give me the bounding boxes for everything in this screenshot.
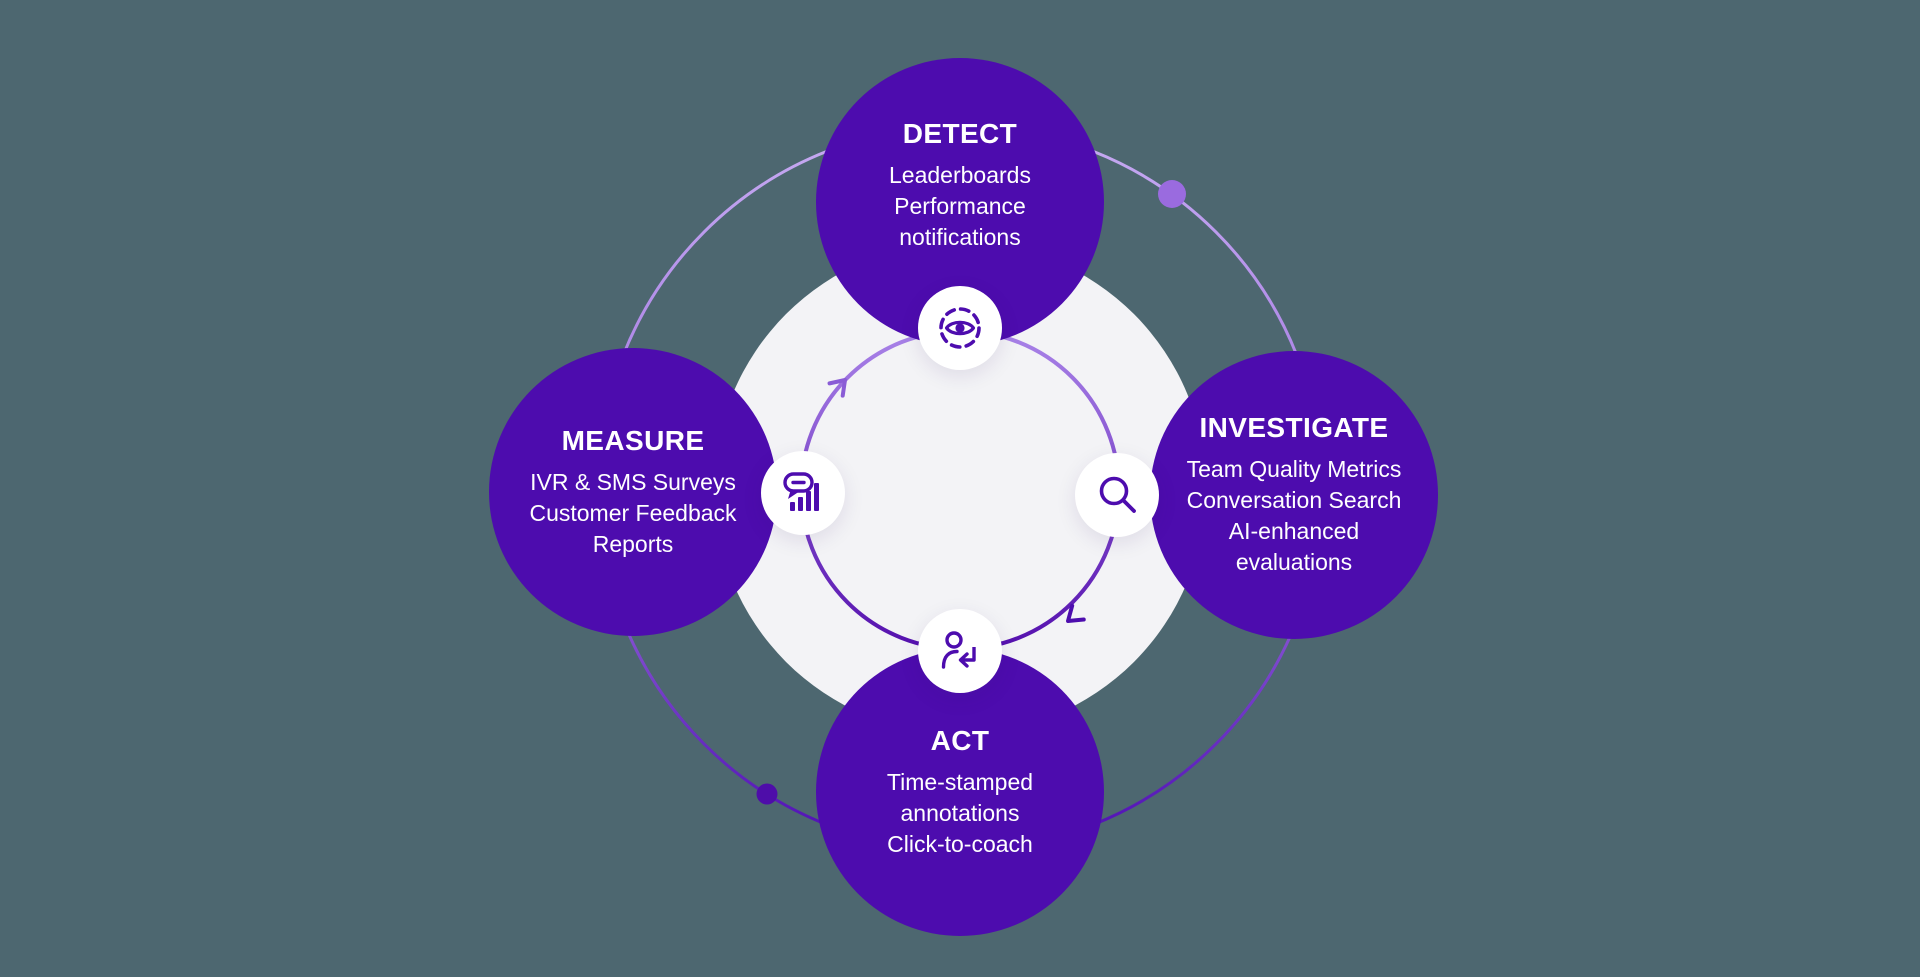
node-measure-line: Reports <box>592 530 674 557</box>
magnifier-icon <box>1099 476 1136 513</box>
node-detect-content: DETECT Leaderboards Performance notifica… <box>889 118 1031 253</box>
node-measure: MEASURE IVR & SMS Surveys Customer Feedb… <box>489 348 777 636</box>
node-measure-line: IVR & SMS Surveys <box>530 468 736 495</box>
node-detect-title: DETECT <box>902 117 1018 149</box>
node-act-line: Click-to-coach <box>887 830 1033 857</box>
node-investigate-line: AI-enhanced <box>1228 518 1360 544</box>
inner-cycle-ring <box>799 329 1121 651</box>
eye-target-icon <box>939 307 981 349</box>
orbit-dot-bottom-left <box>756 783 778 805</box>
measure-badge <box>761 451 845 535</box>
node-investigate-content: INVESTIGATE Team Quality Metrics Convers… <box>1187 412 1402 578</box>
node-measure-title: MEASURE <box>561 424 705 456</box>
node-investigate-line: Team Quality Metrics <box>1186 456 1402 482</box>
node-detect-line: notifications <box>899 223 1021 250</box>
node-investigate: INVESTIGATE Team Quality Metrics Convers… <box>1150 351 1438 639</box>
node-measure-content: MEASURE IVR & SMS Surveys Customer Feedb… <box>529 425 736 560</box>
investigate-badge <box>1075 453 1159 537</box>
node-act-line: Time-stamped <box>886 768 1034 795</box>
cycle-arrow-top-left-icon <box>827 378 847 398</box>
cycle-arrow-bottom-right-icon <box>1066 603 1086 623</box>
node-act-title: ACT <box>930 724 990 756</box>
feedback-bar-chart-icon <box>783 472 819 511</box>
node-detect-line: Leaderboards <box>889 161 1031 188</box>
orbit-dot-top-right <box>1158 180 1186 208</box>
act-badge <box>918 609 1002 693</box>
node-investigate-line: Conversation Search <box>1186 487 1402 513</box>
node-measure-line: Customer Feedback <box>529 499 737 526</box>
node-investigate-title: INVESTIGATE <box>1199 412 1389 443</box>
node-act: ACT Time-stamped annotations Click-to-co… <box>816 648 1104 936</box>
node-investigate-line: evaluations <box>1235 549 1353 575</box>
node-act-content: ACT Time-stamped annotations Click-to-co… <box>887 725 1033 860</box>
node-act-line: annotations <box>900 799 1020 826</box>
person-return-arrow-icon <box>941 631 976 669</box>
detect-badge <box>918 286 1002 370</box>
node-detect-line: Performance <box>894 192 1026 219</box>
